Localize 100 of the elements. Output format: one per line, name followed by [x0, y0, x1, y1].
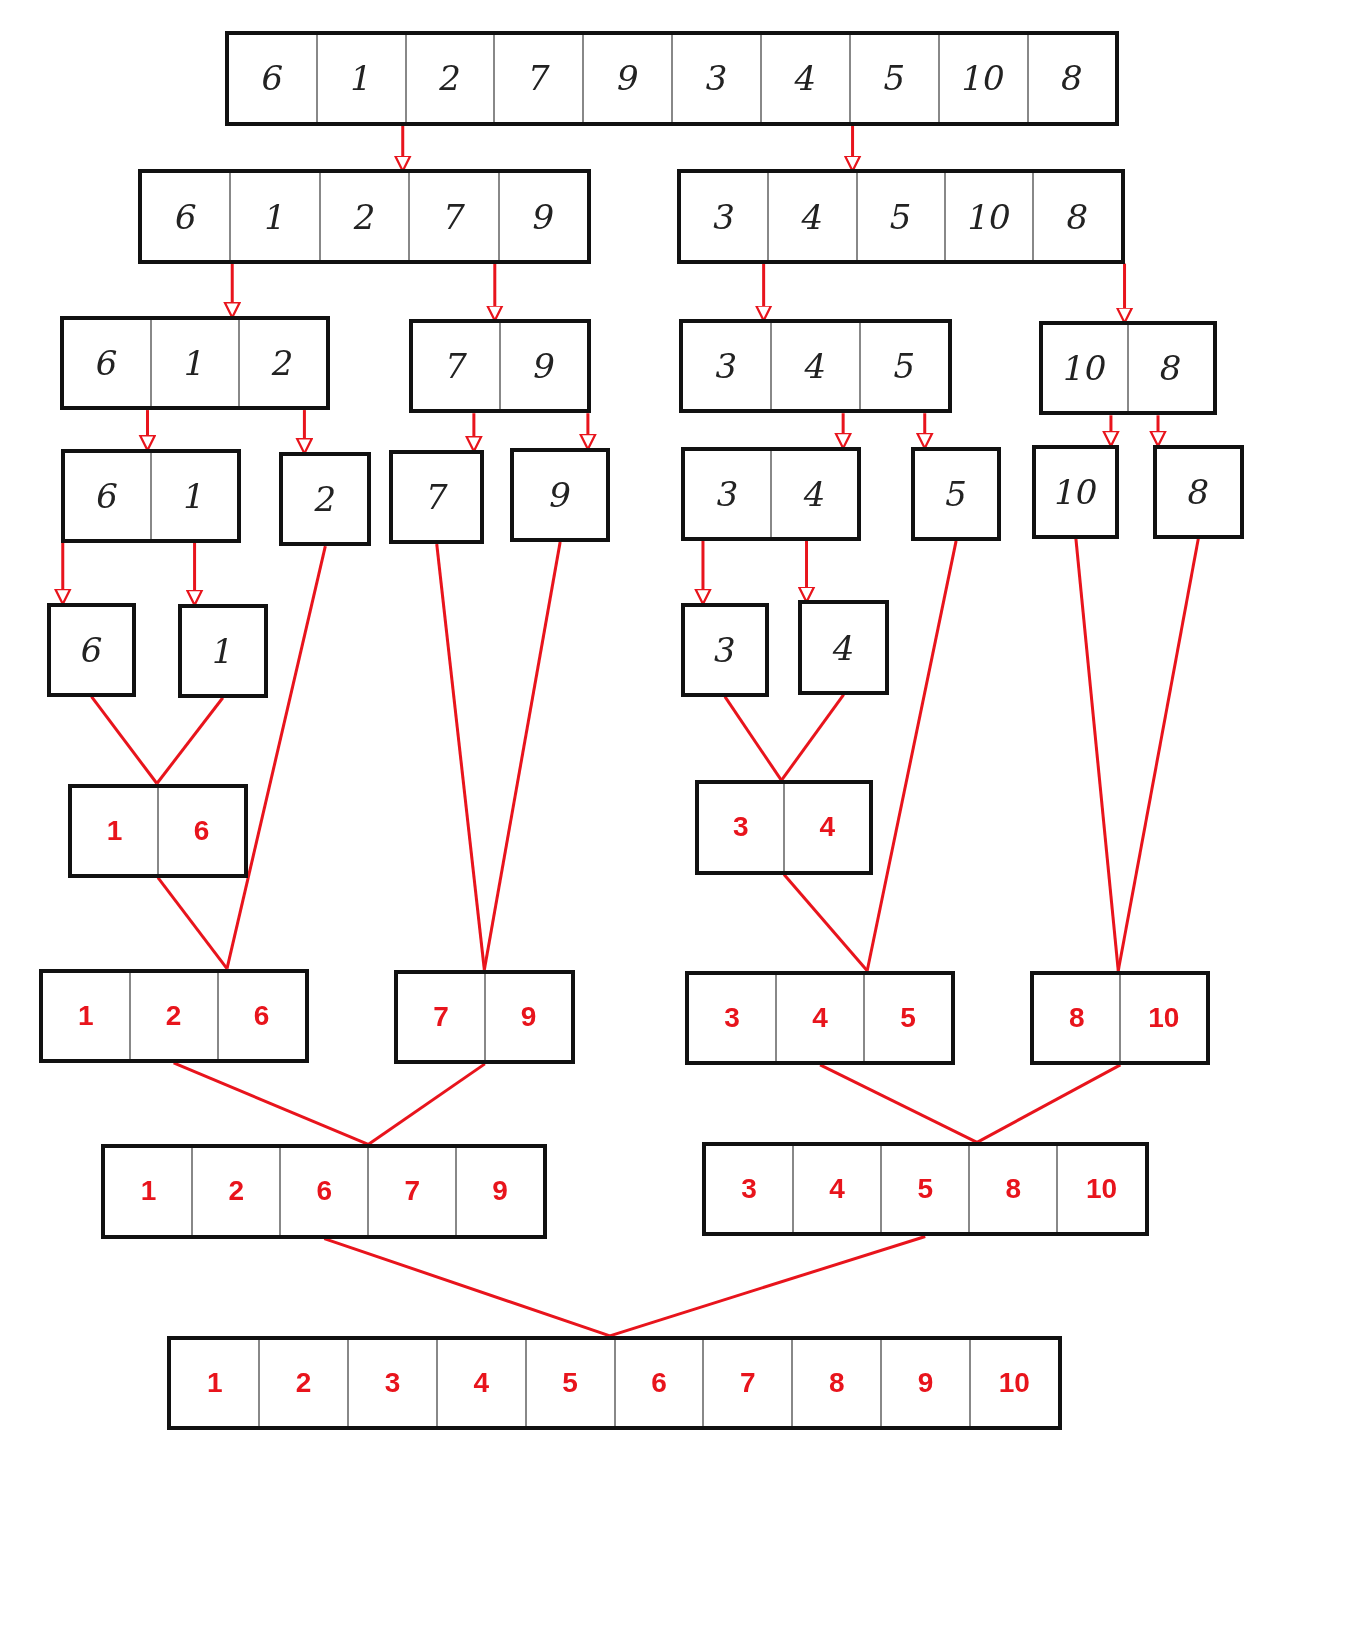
array-cell: 2: [404, 35, 494, 122]
array-cell: 9: [483, 973, 572, 1060]
array-box: [911, 446, 1002, 541]
array-cell: 6: [279, 1148, 368, 1235]
array-cell: 2: [237, 319, 326, 407]
array-cell: 1: [149, 452, 237, 539]
merge-line: [435, 543, 486, 970]
array-cell: 8: [968, 1146, 1057, 1233]
split-arrow: [755, 263, 773, 322]
array-cell: 9: [582, 35, 672, 122]
array-cell: 4: [775, 974, 864, 1061]
array-box: [177, 603, 268, 698]
array-box: [681, 602, 769, 697]
merge-line: [156, 876, 229, 970]
merge-line: [225, 545, 327, 969]
array-cell: 10: [943, 173, 1033, 260]
array-box: [138, 169, 592, 264]
array-cell: 9: [455, 1148, 544, 1235]
array-cell: 4: [767, 173, 856, 260]
array-cell-text: 7: [432, 999, 450, 1034]
merge-line: [323, 1237, 611, 1338]
array-box: [1030, 970, 1211, 1065]
array-cell-text: 4: [831, 626, 856, 670]
merge-line: [609, 1235, 926, 1338]
array-cell: 4: [792, 1146, 881, 1233]
array-box: [681, 446, 861, 541]
array-cell: 4: [759, 35, 849, 122]
array-box: [798, 600, 890, 695]
array-box: [389, 449, 485, 544]
array-cell: 1: [229, 173, 319, 260]
array-box: [678, 319, 952, 414]
array-cell: 10: [937, 35, 1027, 122]
array-box: [59, 315, 330, 411]
array-box: [38, 968, 309, 1063]
split-arrow: [486, 263, 504, 322]
merge-line: [780, 693, 845, 782]
array-cell: 7: [702, 1339, 792, 1426]
array-cell-text: 2: [313, 477, 338, 521]
array-cell-text: 10: [1062, 347, 1108, 391]
array-cell-text: 3: [714, 345, 739, 389]
array-cell-text: 6: [79, 628, 104, 672]
array-cell-text: 3: [740, 1172, 758, 1207]
merge-line: [1116, 538, 1200, 972]
array-cell: 10: [1119, 974, 1207, 1061]
array-box: [394, 969, 576, 1064]
array-cell-text: 8: [1068, 1000, 1086, 1035]
array-cell: 2: [258, 1339, 348, 1426]
array-cell: 2: [191, 1148, 280, 1235]
merge-line: [482, 541, 562, 970]
array-cell: 7: [367, 1148, 456, 1235]
array-cell: 8: [1032, 173, 1121, 260]
array-cell-text: 6: [173, 195, 198, 239]
merge-line: [723, 695, 783, 782]
array-cell-text: 3: [713, 628, 737, 672]
array-box: [224, 31, 1120, 126]
array-cell-text: 10: [1053, 470, 1099, 514]
merge-line: [782, 873, 869, 972]
array-cell: 6: [216, 972, 305, 1059]
array-box: [701, 1142, 1149, 1237]
array-cell: 7: [493, 35, 583, 122]
array-box: [1032, 444, 1120, 539]
array-cell-text: 7: [424, 475, 449, 519]
array-box: [60, 448, 241, 543]
array-cell-text: 5: [944, 472, 968, 516]
merge-line: [155, 696, 224, 785]
array-box: [1038, 321, 1217, 416]
array-cell-text: 1: [211, 629, 235, 673]
array-cell: 10: [1056, 1146, 1145, 1233]
array-cell-text: 9: [548, 473, 572, 517]
array-cell-text: 3: [732, 810, 750, 845]
array-box: [68, 783, 248, 878]
array-cell: 6: [613, 1339, 703, 1426]
array-cell: 4: [435, 1339, 525, 1426]
array-cell: 5: [848, 35, 938, 122]
array-cell: 5: [880, 1146, 969, 1233]
merge-line: [819, 1063, 978, 1144]
array-box: [510, 447, 610, 542]
array-cell: 2: [318, 173, 409, 260]
array-cell: 4: [769, 450, 857, 537]
array-cell: 9: [880, 1339, 969, 1426]
array-cell-text: 1: [206, 1365, 224, 1400]
array-cell-text: 3: [723, 1000, 741, 1035]
array-box: [409, 319, 592, 414]
split-arrow: [1115, 263, 1134, 324]
array-cell: 8: [1126, 325, 1213, 412]
array-cell-text: 6: [260, 57, 285, 101]
array-cell: 9: [499, 323, 588, 410]
array-cell: 6: [156, 787, 244, 874]
array-cell: 2: [128, 972, 217, 1059]
array-cell: 3: [671, 35, 760, 122]
array-box: [694, 780, 874, 875]
array-cell-text: 1: [105, 813, 124, 848]
array-cell: 1: [315, 35, 405, 122]
array-cell-text: 8: [1186, 470, 1211, 514]
array-cell-text: 3: [712, 195, 736, 239]
array-cell: 4: [783, 784, 870, 871]
array-cell: 9: [497, 173, 588, 260]
array-cell: 7: [408, 173, 498, 260]
array-box: [1152, 444, 1244, 539]
array-box: [685, 970, 956, 1065]
